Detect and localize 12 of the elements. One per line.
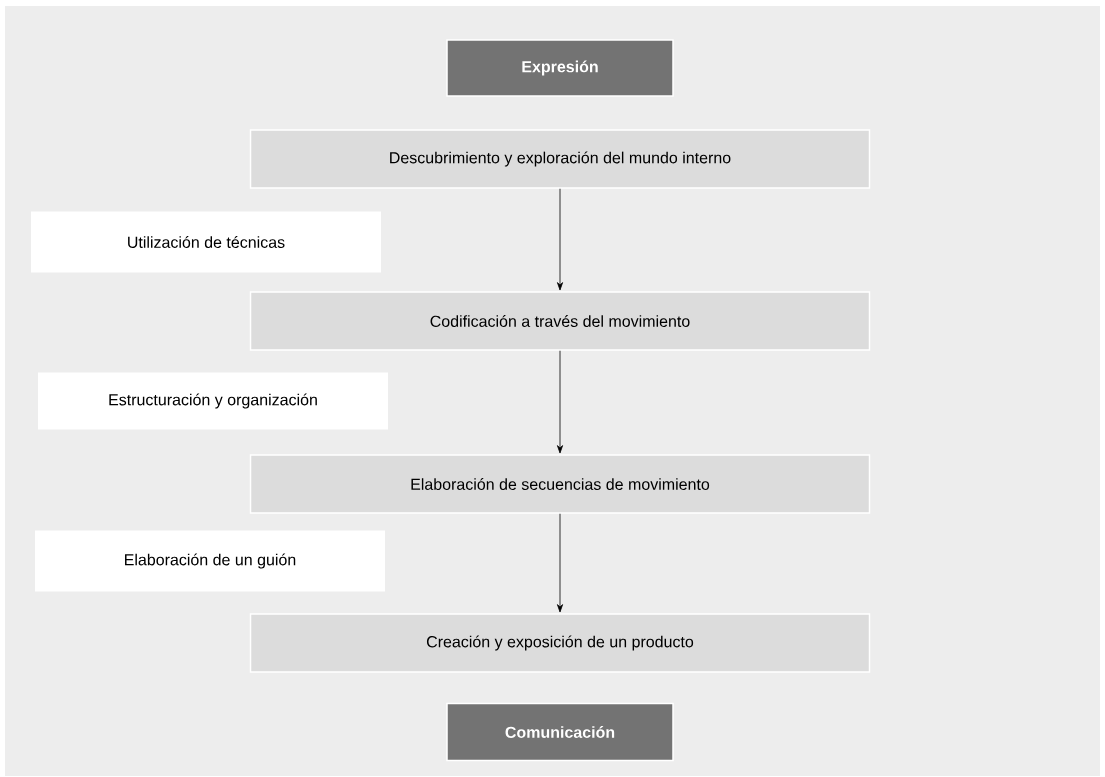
title-box: Expresión: [446, 39, 674, 97]
note-box: Utilización de técnicas: [31, 211, 381, 273]
process-box: Creación y exposición de un producto: [249, 613, 871, 673]
arrow: [557, 513, 563, 613]
arrow: [557, 188, 563, 291]
process-box: Codificación a través del movimiento: [249, 291, 871, 351]
note-box: Elaboración de un guión: [35, 530, 385, 592]
note-box: Estructuración y organización: [38, 372, 388, 430]
title-box: Comunicación: [446, 702, 674, 762]
arrow: [557, 350, 563, 454]
process-box: Descubrimiento y exploración del mundo interno: [249, 129, 871, 189]
process-box: Elaboración de secuencias de movimiento: [249, 454, 871, 514]
